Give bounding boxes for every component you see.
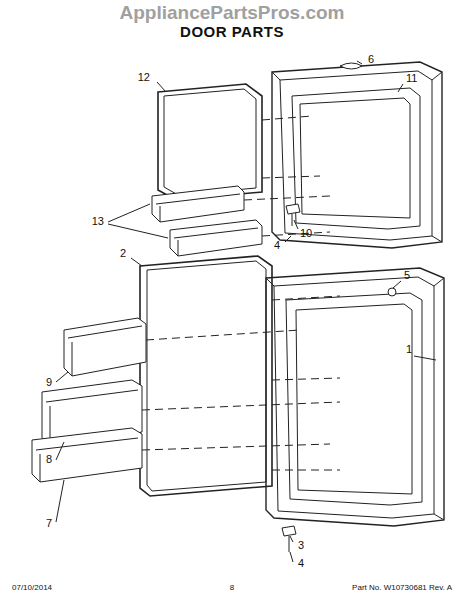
freezer-bins [152,186,262,256]
callout-number: 2 [120,248,126,259]
fridge-door-bins [32,318,146,482]
callout-number: 9 [46,377,52,388]
callout-number: 6 [368,54,374,65]
callout-number: 1 [406,344,412,355]
watermark: AppliancePartsPros.com [120,3,345,22]
callout-number: 5 [404,270,410,281]
hinge-pin [286,204,300,226]
callout-number: 4 [298,558,304,569]
diagram-title: DOOR PARTS [0,24,464,39]
callout-number: 7 [46,518,52,529]
callout-number: 4 [274,240,280,251]
footer-date: 07/10/2014 [12,584,52,592]
callout-number: 13 [92,216,104,227]
callout-number: 8 [46,454,52,465]
callout-number: 3 [298,540,304,551]
leader-lines [56,61,436,562]
callout-number: 11 [406,73,417,84]
freezer-gasket [158,84,262,200]
callout-number: 12 [138,72,150,83]
fridge-door [266,268,444,552]
part-number: Part No. W10730681 Rev. A [352,584,452,592]
callout-number: 10 [300,228,312,239]
fridge-gasket [140,256,272,496]
freezer-door [272,62,442,248]
assembly-lines [142,116,340,470]
page-number: 8 [230,584,234,592]
